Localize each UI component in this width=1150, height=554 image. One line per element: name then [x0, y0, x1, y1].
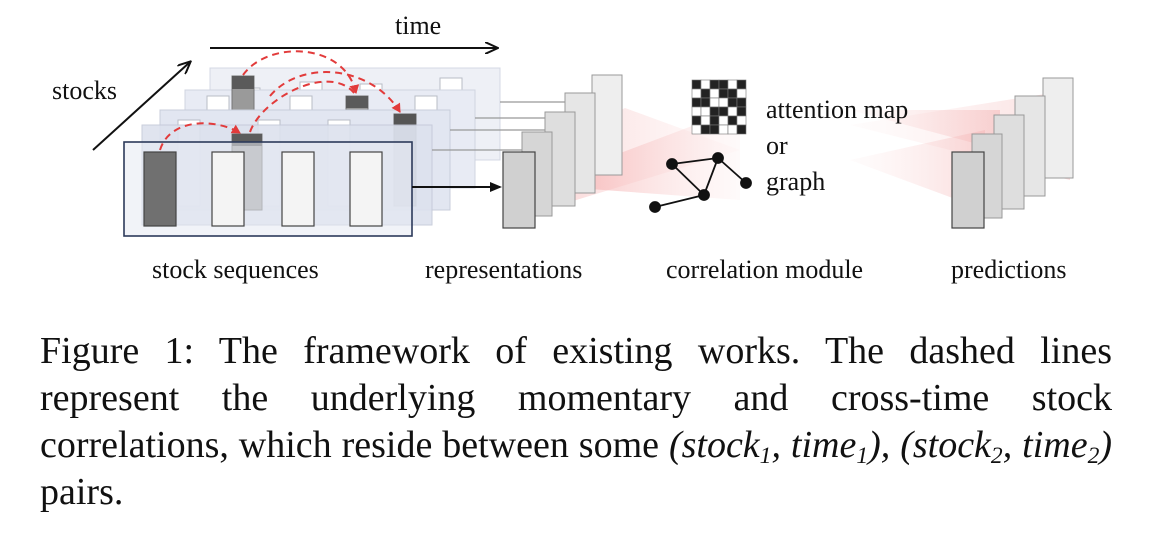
attention-map-label: attention map	[766, 95, 908, 124]
representations-label: representations	[425, 255, 582, 284]
attention-cell	[709, 124, 720, 135]
correlation-module-label: correlation module	[666, 255, 863, 284]
attention-cell	[709, 97, 720, 108]
attention-cell	[736, 79, 747, 90]
attention-cell	[700, 88, 711, 99]
attention-cell	[736, 106, 747, 117]
attention-cell	[727, 88, 738, 99]
framework-diagram: time stocks	[52, 11, 1074, 284]
time-axis: time	[210, 11, 497, 48]
caption-prefix: Figure 1:	[40, 330, 195, 372]
attention-cell	[736, 97, 747, 108]
predictions-stack	[951, 77, 1074, 229]
graph-label: graph	[766, 167, 825, 196]
attention-cell	[691, 124, 702, 135]
stocks-axis: stocks	[52, 62, 190, 151]
attention-cell	[709, 79, 720, 90]
or-label: or	[766, 131, 788, 160]
attention-cell	[718, 79, 729, 90]
predictions-label: predictions	[951, 255, 1067, 284]
caption-text: The framework of existing works. The das…	[40, 330, 1112, 466]
attention-cell	[718, 97, 729, 108]
attention-cell	[700, 97, 711, 108]
attention-cell	[700, 115, 711, 126]
attention-cell	[736, 88, 747, 99]
stocks-label: stocks	[52, 76, 117, 105]
caption-pair-1: (stock1, time1),	[668, 424, 891, 469]
attention-cell	[727, 106, 738, 117]
attention-cell	[700, 79, 711, 90]
time-label: time	[395, 11, 441, 40]
attention-cell	[700, 124, 711, 135]
figure-caption: Figure 1: The framework of existing work…	[40, 328, 1112, 516]
attention-cell	[691, 88, 702, 99]
attention-cell	[691, 106, 702, 117]
attention-cell	[709, 115, 720, 126]
caption-suffix: pairs.	[40, 471, 124, 513]
attention-cell	[691, 115, 702, 126]
attention-cell	[736, 124, 747, 135]
attention-cell	[736, 115, 747, 126]
stock-sequence-stack	[123, 67, 501, 237]
attention-cell	[691, 79, 702, 90]
caption-pair-2: (stock2, time2)	[900, 424, 1112, 469]
attention-cell	[718, 115, 729, 126]
attention-cell	[727, 124, 738, 135]
correlation-dashed-lines	[159, 50, 401, 151]
attention-map-icon	[691, 79, 747, 135]
attention-cell	[691, 97, 702, 108]
representations-stack	[502, 74, 623, 229]
stock-sequences-label: stock sequences	[152, 255, 319, 284]
attention-cell	[718, 88, 729, 99]
attention-cell	[718, 124, 729, 135]
attention-cell	[727, 79, 738, 90]
attention-cell	[727, 97, 738, 108]
attention-cell	[718, 106, 729, 117]
attention-cell	[727, 115, 738, 126]
attention-cell	[700, 106, 711, 117]
attention-cell	[709, 88, 720, 99]
sequence-layer-front	[123, 141, 413, 237]
graph-icon	[649, 152, 752, 213]
attention-cell	[709, 106, 720, 117]
